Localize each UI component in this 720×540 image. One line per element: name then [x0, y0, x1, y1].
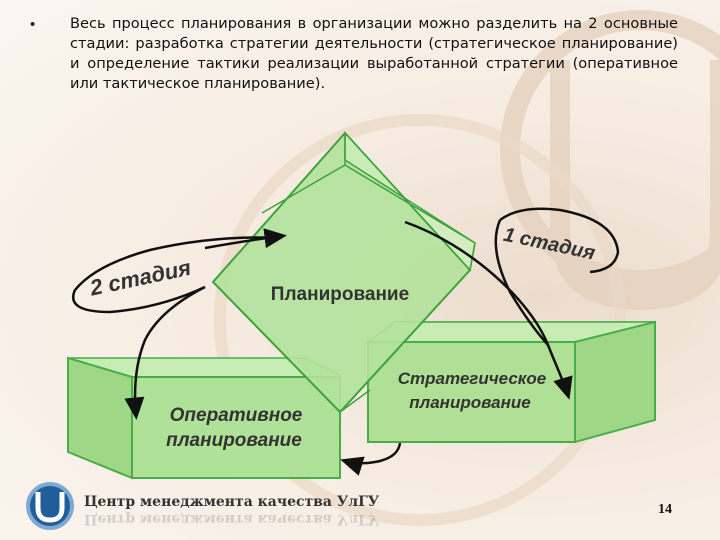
stage-1-arrow	[404, 220, 573, 400]
stage-2-curve	[72, 236, 281, 314]
strategic-label-line-2: планирование	[409, 393, 530, 412]
stage-2-arrow-start	[204, 228, 287, 250]
operational-label-line-1: Оперативное	[170, 405, 303, 426]
center-label: Планирование	[271, 284, 409, 305]
stage-2-arrow	[124, 285, 206, 420]
footer-org-name: Центр менеджмента качества УлГУ	[84, 494, 380, 510]
bullet-text: Весь процесс планирования в организации …	[70, 15, 678, 92]
stage-2-label: 2 стадия	[87, 255, 193, 301]
bullet-icon: •	[30, 16, 36, 33]
footer-org-name-reflection: Центр менеджмента качества УлГУ	[84, 511, 380, 527]
stage-1-curve-tail	[494, 219, 549, 346]
strategic-label-line-1: Стратегическое	[398, 369, 547, 388]
university-logo-icon	[26, 482, 74, 530]
stage-1-curve	[499, 207, 620, 274]
strategic-planning-box	[365, 320, 656, 444]
operational-label-line-2: планирование	[166, 430, 302, 451]
page-number: 14	[658, 502, 672, 517]
planning-diamond	[211, 131, 476, 414]
strategic-to-operational-arrow	[340, 442, 402, 476]
stage-1-label: 1 стадия	[501, 224, 597, 265]
